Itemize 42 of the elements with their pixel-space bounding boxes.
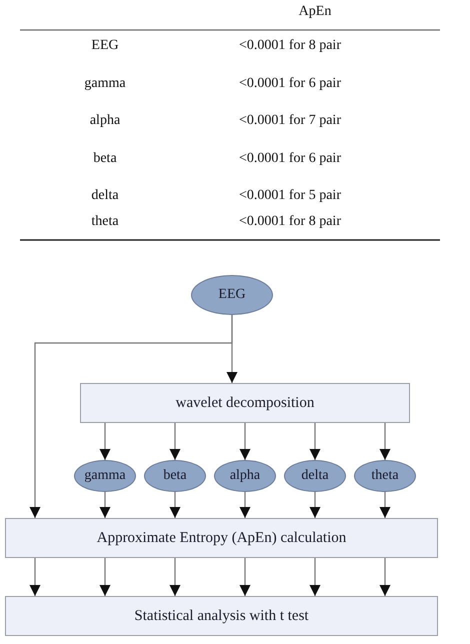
arrow — [310, 423, 320, 460]
table-cell: alpha — [90, 113, 120, 129]
node-label: Approximate Entropy (ApEn) calculation — [96, 530, 346, 546]
arrow — [240, 558, 250, 596]
node-label: wavelet decomposition — [176, 394, 314, 412]
arrow — [380, 423, 390, 460]
arrow — [310, 492, 320, 518]
table-cell: gamma — [84, 76, 126, 92]
process-box — [5, 518, 438, 558]
node-label: gamma — [84, 468, 126, 484]
process-box — [5, 596, 438, 636]
node-label: theta — [371, 468, 399, 484]
arrow — [170, 423, 180, 460]
node-label: delta — [301, 468, 329, 484]
table-cell: <0.0001 for 6 pair — [239, 151, 341, 167]
table-cell: <0.0001 for 8 pair — [239, 214, 341, 230]
table-cell: beta — [93, 151, 117, 167]
column-header: ApEn — [298, 4, 332, 20]
table-cell: <0.0001 for 7 pair — [239, 113, 341, 129]
arrow — [100, 423, 110, 460]
node-label: beta — [163, 468, 187, 484]
arrow — [310, 558, 320, 596]
arrow — [30, 558, 40, 596]
arrow — [100, 558, 110, 596]
arrow — [170, 492, 180, 518]
table-cell: EEG — [91, 38, 119, 54]
arrow — [240, 423, 250, 460]
process-box — [80, 383, 410, 423]
arrow — [100, 492, 110, 518]
node-label: Statistical analysis with t test — [134, 608, 309, 624]
node-label: alpha — [230, 468, 260, 484]
table-cell: <0.0001 for 8 pair — [239, 38, 341, 54]
table-cell: theta — [91, 214, 119, 230]
table-cell: <0.0001 for 5 pair — [239, 188, 341, 204]
node-label: EEG — [218, 287, 246, 303]
arrow — [380, 492, 390, 518]
arrow — [380, 558, 390, 596]
arrow — [240, 492, 250, 518]
table-cell: delta — [91, 188, 119, 204]
table-cell: <0.0001 for 6 pair — [239, 76, 341, 92]
arrow — [30, 315, 233, 518]
arrow — [170, 558, 180, 596]
